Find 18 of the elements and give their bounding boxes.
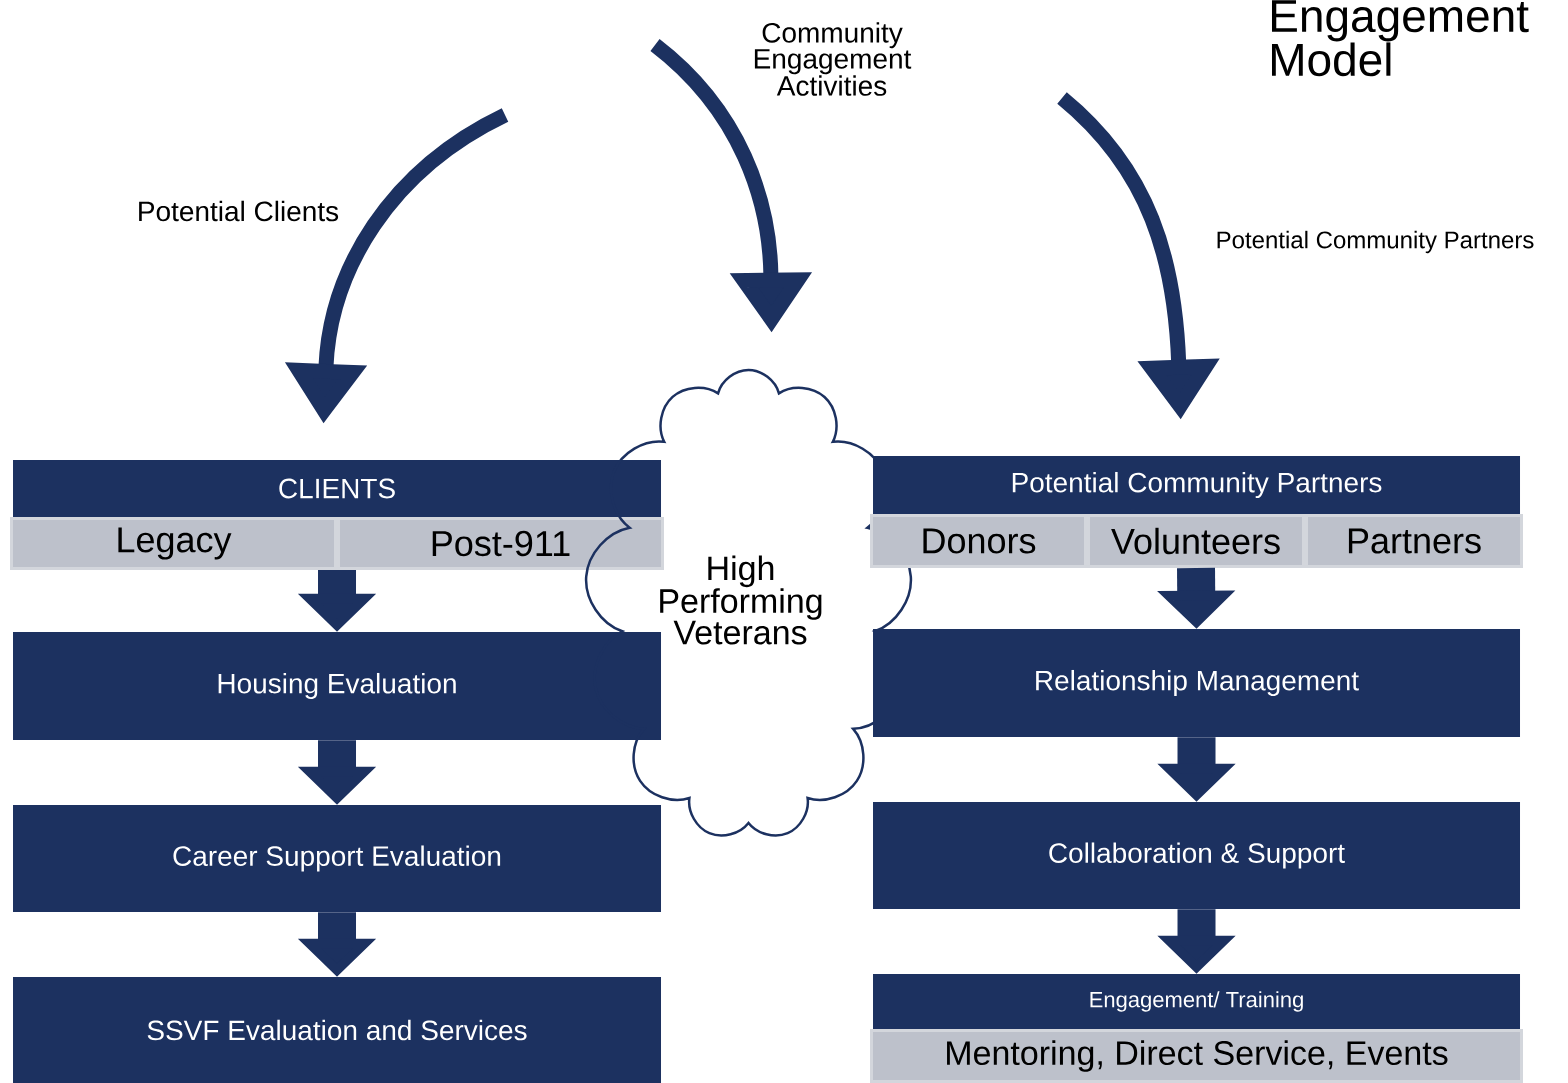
category-cell: Partners xyxy=(1305,514,1523,568)
category-cell: Post-911 xyxy=(337,517,664,570)
process-box: Career Support Evaluation xyxy=(13,805,661,912)
category-cell: Mentoring, Direct Service, Events xyxy=(870,1029,1523,1083)
category-cell: Volunteers xyxy=(1087,514,1305,568)
header-bar: Potential Community Partners xyxy=(873,456,1520,514)
header-bar: CLIENTS xyxy=(13,460,661,517)
process-box: Collaboration & Support xyxy=(873,802,1520,909)
edge-label: Potential Clients xyxy=(139,200,339,222)
title: Engagement Model xyxy=(1272,0,1529,77)
edge-label: Potential Community Partners xyxy=(1217,230,1534,254)
edge-label: Community Engagement Activities xyxy=(754,22,912,96)
process-box: Housing Evaluation xyxy=(13,632,661,740)
process-box: SSVF Evaluation and Services xyxy=(13,977,661,1083)
process-box: Relationship Management xyxy=(873,629,1520,737)
category-cell: Legacy xyxy=(10,517,337,570)
category-cell: Donors xyxy=(870,514,1087,568)
header-bar: Engagement/ Training xyxy=(873,974,1520,1029)
